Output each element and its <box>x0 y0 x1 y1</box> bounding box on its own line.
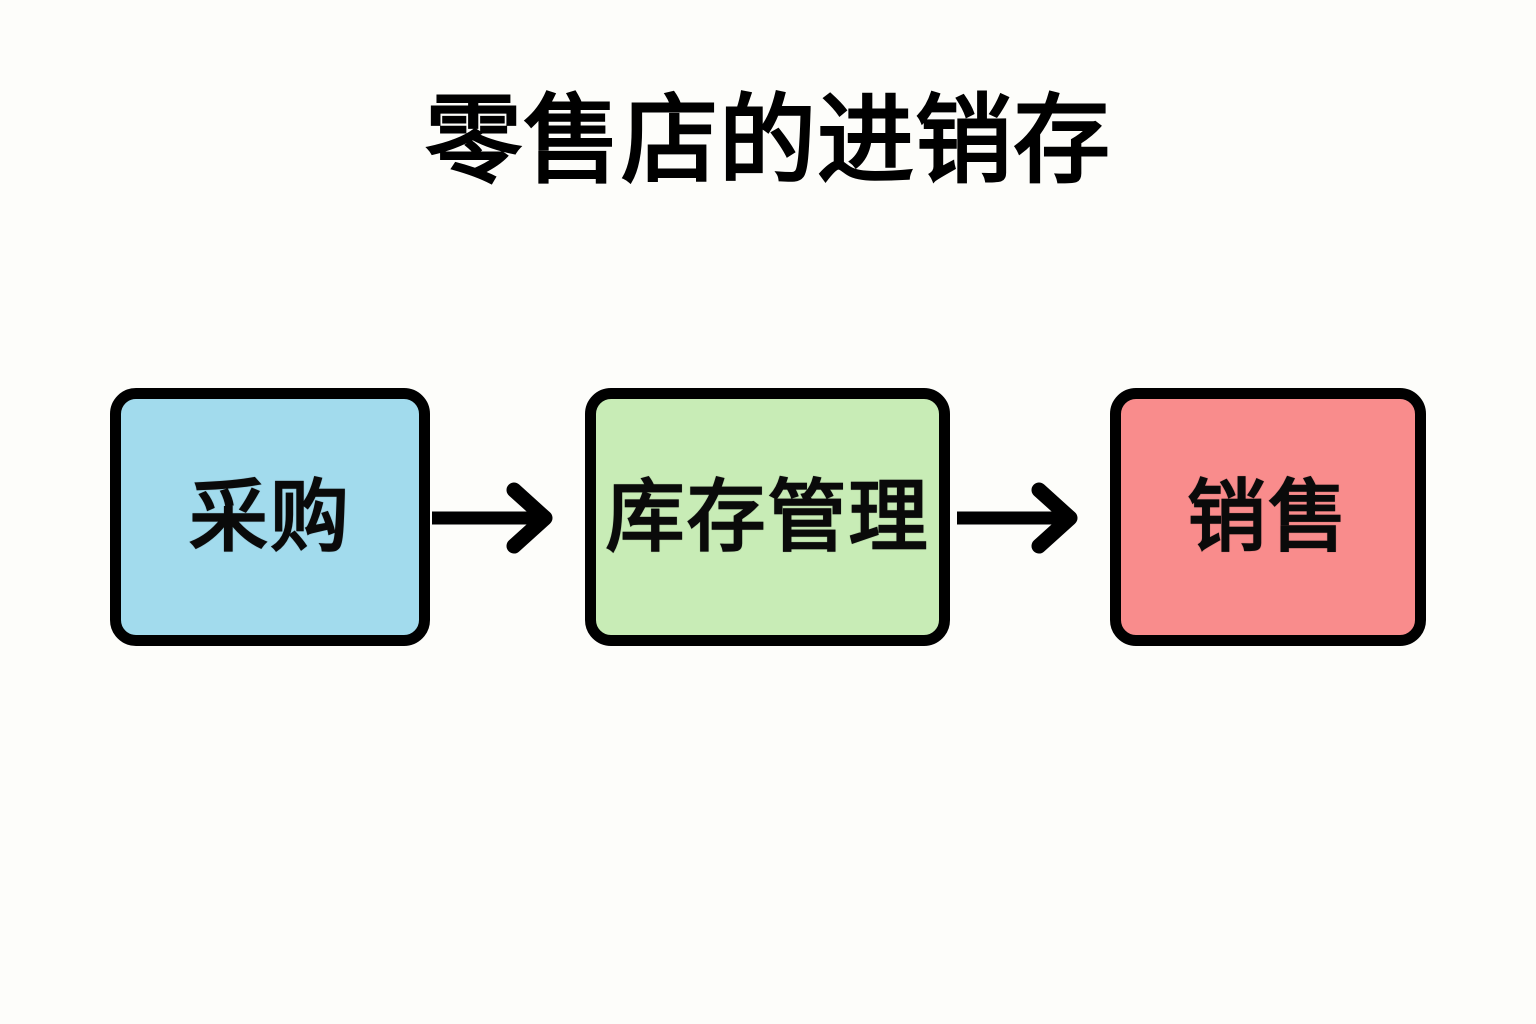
flow-node-sales[interactable]: 销售 <box>1110 388 1426 646</box>
arrow-right-icon <box>428 482 573 554</box>
flow-node-inventory-label: 库存管理 <box>605 470 930 563</box>
arrow-right-icon <box>953 482 1098 554</box>
flow-node-inventory[interactable]: 库存管理 <box>585 388 950 646</box>
page-title: 零售店的进销存 <box>425 84 1111 197</box>
flow-node-sales-label: 销售 <box>1187 470 1349 563</box>
flow-node-procurement[interactable]: 采购 <box>110 388 430 646</box>
flow-diagram: 采购 库存管理 销售 <box>110 388 1426 648</box>
flow-node-procurement-label: 采购 <box>189 470 351 563</box>
